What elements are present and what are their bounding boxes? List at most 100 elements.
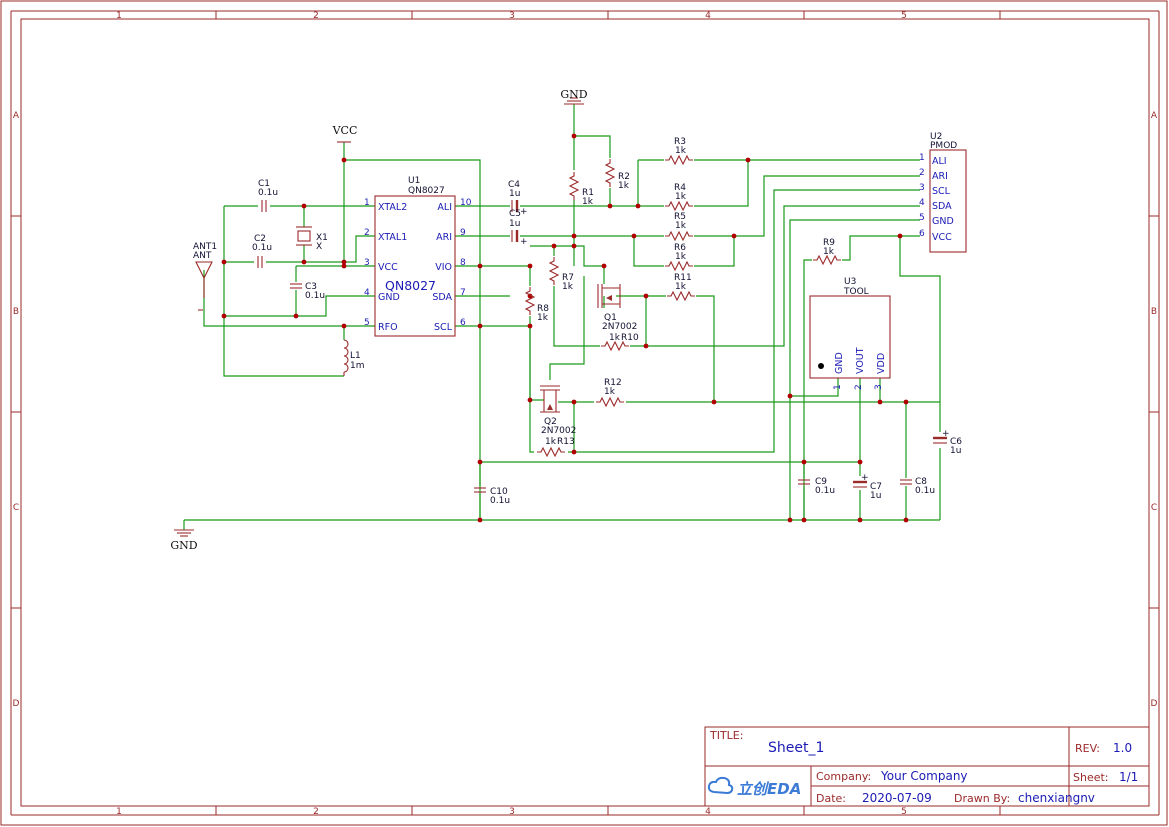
c10-capacitor: C10 0.1u <box>473 487 510 506</box>
r2-resistor: R2 1k <box>605 158 630 191</box>
r1-value: 1k <box>582 197 594 207</box>
u3-module: U3 TOOL GND 1 VOUT 2 VDD 3 <box>809 277 891 390</box>
u1-pin-name: ALI <box>437 202 452 213</box>
r1-ref: R1 <box>582 188 594 198</box>
r6-resistor: R6 1k <box>664 243 694 271</box>
u1-ref: U1 <box>408 176 420 186</box>
c3-ref: C3 <box>305 282 317 292</box>
r8-resistor: R8 1k <box>525 286 549 323</box>
c1-value: 0.1u <box>258 188 278 198</box>
company-label: Company: <box>816 770 871 783</box>
frame-col-label-top: 5 <box>901 11 907 21</box>
wire-vcc-rail <box>344 159 481 520</box>
u2-value: PMOD <box>930 141 957 151</box>
ant1-value: ANT <box>193 251 212 261</box>
r2-ref: R2 <box>618 172 630 182</box>
c3-value: 0.1u <box>305 291 325 301</box>
u1-body <box>374 195 456 337</box>
frame-row-label-left: C <box>13 503 19 513</box>
u1-pin-name: SDA <box>432 292 452 303</box>
c4-ref: C4 <box>508 180 520 190</box>
u1-pin-name: XTAL1 <box>378 232 407 243</box>
q2-mosfet: Q2 2N7002 <box>540 385 576 436</box>
r6-value: 1k <box>675 252 687 262</box>
r6-ref: R6 <box>674 243 686 253</box>
u1-pin-name: GND <box>378 292 400 303</box>
u1-pin-number: 7 <box>460 288 466 298</box>
r3-resistor: R3 1k <box>664 137 694 165</box>
u3-pin-name: VOUT <box>855 347 866 374</box>
u1-value: QN8027 <box>408 186 445 196</box>
r8-ref: R8 <box>537 304 549 314</box>
drawn-by-value: chenxiangnv <box>1018 791 1095 805</box>
q1-mosfet: Q1 2N7002 <box>597 284 637 332</box>
ant1-ref: ANT1 <box>193 242 217 252</box>
l1-inductor: L1 1m <box>343 339 365 376</box>
u3-ref: U3 <box>844 277 856 287</box>
eda-logo-text: 立创EDA <box>737 780 801 798</box>
u3-pin-name: VDD <box>876 353 887 374</box>
frame-dividers <box>10 10 1160 816</box>
x1-crystal: X1 X <box>296 226 328 252</box>
gnd-bottom-label: GND <box>170 539 197 552</box>
r10-value: 1k <box>609 333 621 343</box>
c1-ref: C1 <box>258 179 270 189</box>
u2-ref: U2 <box>930 132 942 142</box>
c8-value: 0.1u <box>915 486 935 496</box>
c9-value: 0.1u <box>815 486 835 496</box>
u2-pin-name: ARI <box>932 171 948 182</box>
c6-capacitor: + C6 1u <box>933 429 962 456</box>
r10-ref: R10 <box>621 333 639 343</box>
c2-capacitor: C2 0.1u <box>252 234 272 269</box>
rev-label: REV: <box>1075 742 1100 755</box>
r4-resistor: R4 1k <box>664 183 694 211</box>
svg-text:+: + <box>861 473 869 483</box>
frame-col-label-bottom: 5 <box>901 807 907 817</box>
u1-pin-name: XTAL2 <box>378 202 407 213</box>
c5-capacitor: C5 1u + <box>509 209 528 247</box>
c5-value: 1u <box>509 219 520 229</box>
u1-pin-number: 10 <box>460 198 472 208</box>
r9-ref: R9 <box>823 238 835 248</box>
company-value: Your Company <box>880 769 968 783</box>
r5-resistor: R5 1k <box>664 212 694 241</box>
svg-text:+: + <box>520 207 528 217</box>
u3-pin-name: GND <box>834 352 845 374</box>
u1-pin-number: 3 <box>364 258 370 268</box>
frame-row-label-left: D <box>13 699 20 709</box>
x1-value: X <box>316 242 322 252</box>
power-gnd-top: GND <box>560 88 588 105</box>
u1-pin-name: VIO <box>435 262 452 273</box>
c10-value: 0.1u <box>490 496 510 506</box>
frame-row-label-right: C <box>1151 503 1157 513</box>
r2-value: 1k <box>618 181 630 191</box>
u1-pin-name: RFO <box>378 322 398 333</box>
r9-value: 1k <box>823 247 835 257</box>
frame-col-label-top: 3 <box>509 11 515 21</box>
r5-ref: R5 <box>674 212 686 222</box>
q2-ref: Q2 <box>544 417 557 427</box>
frame-row-label-left: A <box>13 111 20 121</box>
q1-value: 2N7002 <box>602 322 637 332</box>
u3-pin1-marker <box>818 363 824 369</box>
c9-ref: C9 <box>815 477 827 487</box>
u1-pin-number: 1 <box>364 198 370 208</box>
frame-row-label-left: B <box>13 307 19 317</box>
r12-resistor: R12 1k <box>595 378 625 407</box>
u3-pin-number: 3 <box>874 384 884 390</box>
c10-ref: C10 <box>490 487 508 497</box>
drawn-by-label: Drawn By: <box>954 792 1010 805</box>
u1-left-pins: XTAL2 1 XTAL1 2 VCC 3 GND 4 RFO 5 <box>364 198 407 333</box>
u3-pin-number: 1 <box>833 384 843 390</box>
l1-value: 1m <box>350 361 365 371</box>
u2-pin-number: 4 <box>919 198 925 208</box>
u2-pin-name: ALI <box>932 156 947 167</box>
rev-value: 1.0 <box>1113 741 1132 755</box>
r4-value: 1k <box>675 192 687 202</box>
c4-capacitor: C4 1u + <box>508 180 528 217</box>
frame-col-label-bottom: 4 <box>705 807 711 817</box>
u3-body <box>809 295 891 379</box>
u1-body-label: QN8027 <box>385 278 436 293</box>
u2-pin-number: 5 <box>919 213 925 223</box>
